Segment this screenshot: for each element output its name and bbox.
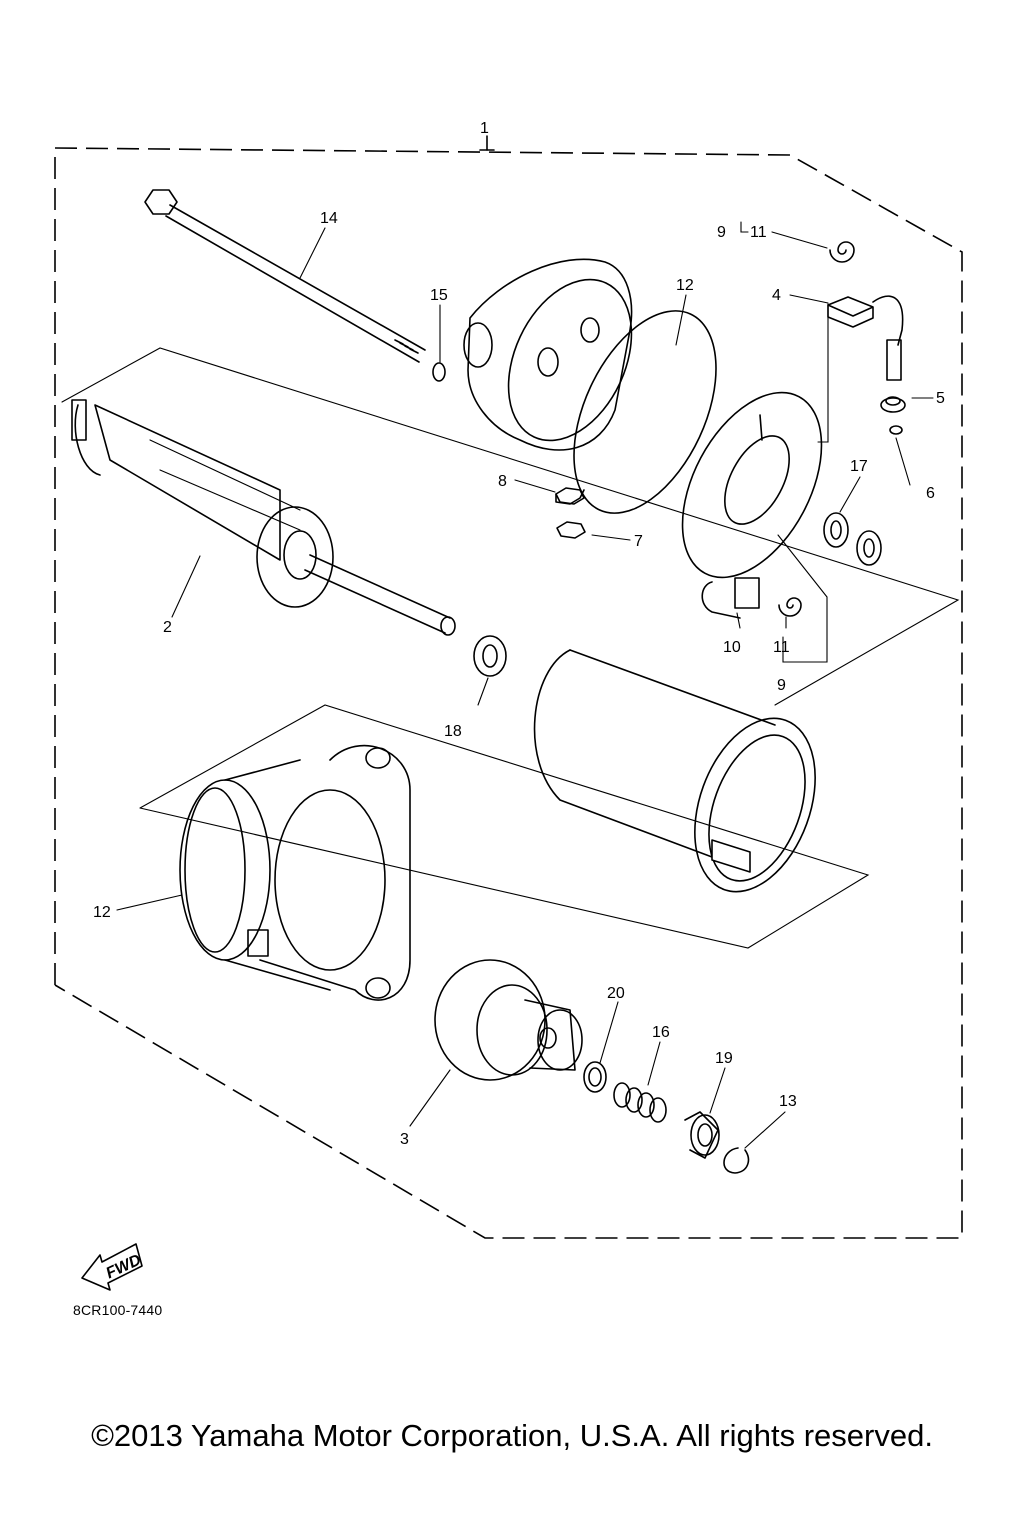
cover-o-ring [573,310,717,514]
front-o-ring [184,787,246,953]
leader-lines [116,221,934,1149]
collar [684,1111,720,1159]
callouts: 1 14 15 12 9 11 4 5 6 17 8 7 2 10 11 9 1… [93,120,945,1148]
callout-16: 16 [652,1024,670,1041]
callout-5: 5 [936,390,945,407]
callout-3: 3 [400,1131,409,1148]
rear-cover [463,258,633,451]
pinion-spring [613,1082,667,1123]
forward-arrow-icon: FWD [81,1243,144,1291]
brush-spring-lower [778,597,802,617]
callout-1: 1 [480,120,489,137]
armature [71,399,456,636]
callout-12: 12 [676,277,694,294]
callout-14: 14 [320,210,338,227]
callout-19: 19 [715,1050,733,1067]
brush-spring-upper [829,241,855,263]
callout-20: 20 [607,985,625,1002]
o-ring [432,362,446,382]
callout-6: 6 [926,485,935,502]
nut [555,487,585,505]
thrust-washer [473,635,507,677]
long-bolt [144,189,426,363]
copyright-notice: ©2013 Yamaha Motor Corporation, U.S.A. A… [91,1418,933,1453]
callout-12: 12 [93,904,111,921]
callout-2: 2 [163,619,172,636]
guide-lines [61,347,960,949]
callout-13: 13 [779,1093,797,1110]
callout-11: 11 [750,224,767,241]
callout-4: 4 [772,287,781,304]
callout-10: 10 [723,639,741,656]
brush-lead [827,295,904,381]
callout-7: 7 [634,533,643,550]
washer-nut [556,521,586,539]
callout-15: 15 [430,287,448,304]
front-cover [179,744,411,1001]
washers [823,512,882,566]
callout-11: 11 [773,639,790,656]
diagram-code: 8CR100-7440 [73,1302,163,1318]
stopper-ring [583,1061,607,1093]
yoke-housing [533,649,816,893]
starter-clutch [434,959,583,1081]
callout-18: 18 [444,723,462,740]
callout-8: 8 [498,473,507,490]
assembly-boundary [54,135,963,1239]
brush-plate [681,391,823,579]
callout-17: 17 [850,458,868,475]
callout-9: 9 [777,677,786,694]
circlip [723,1147,750,1174]
callout-9: 9 [717,224,726,241]
small-o-ring [889,425,903,435]
brush-holder [701,577,760,619]
grommet [880,396,906,413]
